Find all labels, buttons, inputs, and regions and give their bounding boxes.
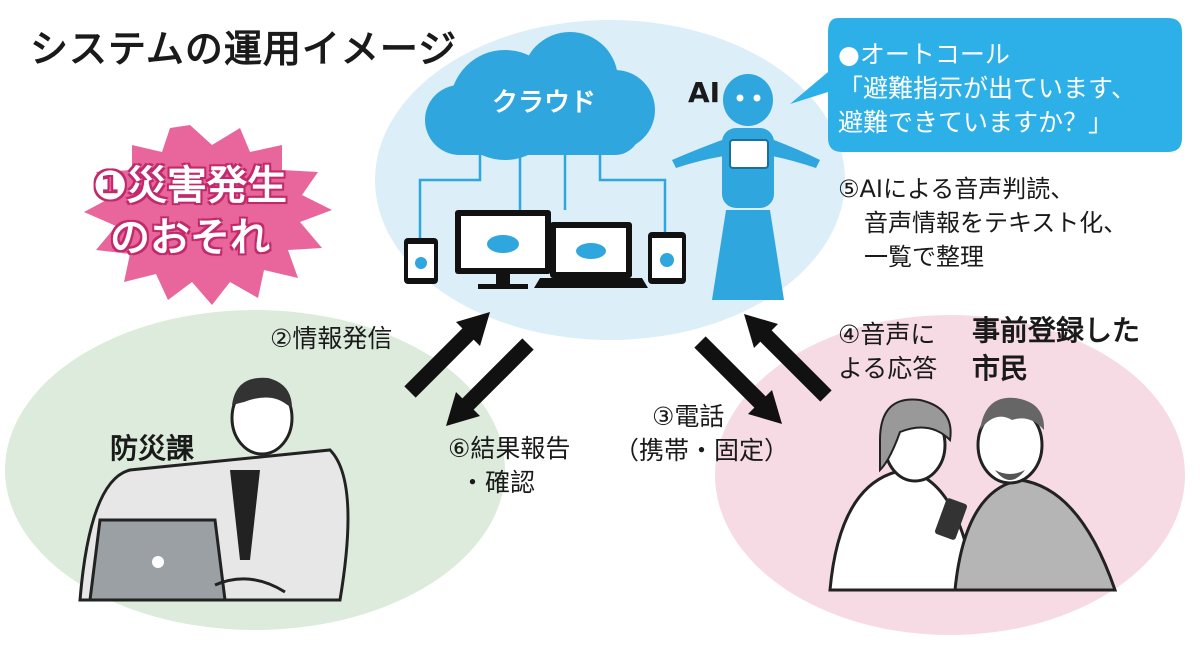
step6-label: ⑥結果報告 ・確認 <box>448 432 570 500</box>
cloud-connections <box>418 152 667 238</box>
speech-bubble-text: ●オートコール 「避難指示が出ています、 避難できていますか？」 <box>838 38 1168 140</box>
speech-bubble <box>790 18 1182 152</box>
step5-line2: 音声情報をテキスト化、 <box>864 209 1128 237</box>
burst-label-line1: ❶災害発生 <box>93 163 287 209</box>
office-worker-illustration <box>78 377 350 602</box>
bubble-line1: ●オートコール <box>838 40 1010 69</box>
laptop-icon <box>534 222 648 288</box>
citizens-illustration <box>828 397 1118 592</box>
step3-line2: （携帯・固定） <box>614 436 790 465</box>
step4-line2: よる応答 <box>838 354 938 383</box>
ai-label: AI <box>688 76 721 109</box>
page-title: システムの運用イメージ <box>30 27 458 71</box>
step5-label: ⑤AIによる音声判読、 音声情報をテキスト化、 一覧で整理 <box>838 172 1127 274</box>
cloud-icon <box>425 32 655 160</box>
step2-label: ②情報発信 <box>270 324 393 353</box>
arrow-voice-response <box>744 314 832 402</box>
citizens-line2: 市民 <box>972 352 1029 385</box>
step3-line1: ③電話 <box>652 402 725 431</box>
arrow-info-send <box>404 312 490 398</box>
step5-line3: 一覧で整理 <box>864 243 984 271</box>
burst-shape <box>84 125 332 305</box>
step4-label: ④音声に よる応答 <box>838 318 937 386</box>
step6-line1: ⑥結果報告 <box>448 434 571 463</box>
desktop-monitor-icon <box>455 210 551 289</box>
citizens-line1: 事前登録した <box>972 314 1141 347</box>
citizens-label: 事前登録した 市民 <box>972 312 1140 388</box>
step4-line1: ④音声に <box>838 320 936 349</box>
arrow-result-report <box>446 338 534 426</box>
step6-line2: ・確認 <box>460 468 536 497</box>
bubble-line3: 避難できていますか？」 <box>838 108 1114 137</box>
arrow-phone-call <box>694 336 782 424</box>
burst-label: ❶災害発生 のおそれ <box>70 160 310 264</box>
step3-label: ③電話 （携帯・固定） <box>614 400 789 468</box>
tablet-icon <box>648 232 686 284</box>
bubble-line2: 「避難指示が出ています、 <box>838 74 1137 103</box>
tablet-icon <box>404 238 438 284</box>
office-label: 防災課 <box>110 432 195 465</box>
cloud-label: クラウド <box>492 88 597 118</box>
burst-label-line2: のおそれ <box>110 215 270 261</box>
step5-line1: ⑤AIによる音声判読、 <box>838 175 1075 203</box>
